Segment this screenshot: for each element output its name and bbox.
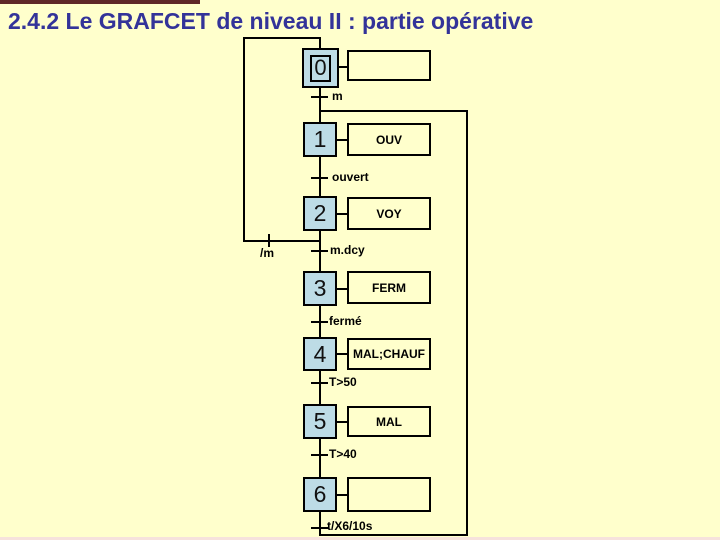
action-box-3: FERM [347,271,431,304]
transition-bar-tx6 [311,527,328,529]
step-number-4: 4 [313,340,327,367]
branch-line-after-step2 [243,240,321,242]
transition-label-t50: T>50 [329,375,357,389]
stub-step5-action [337,421,347,423]
step-box-4: 4 [303,337,337,371]
transition-label-mdcy: m.dcy [330,243,365,257]
action-box-4: MAL;CHAUF [347,338,431,370]
transition-bar-ouvert [311,177,328,179]
action-label-4: MAL;CHAUF [353,347,425,361]
step-box-1: 1 [303,122,337,157]
step-number-0: 0 [310,54,331,82]
return-top-line [243,37,321,39]
step-box-6: 6 [303,477,337,512]
transition-label-ferme: fermé [329,314,362,328]
step-number-5: 5 [313,408,327,434]
stub-step6-action [337,494,347,496]
transition-label-not-m: /m [260,246,275,260]
transition-label-ouvert: ouvert [332,170,369,184]
action-box-0 [347,50,431,81]
right-feedback-line [466,110,468,536]
step-box-3: 3 [303,271,337,306]
transition-label-m: m [332,89,343,103]
transition-label-t40: T>40 [329,447,357,461]
step-number-3: 3 [313,275,327,301]
stub-step1-action [337,139,347,141]
action-label-3: FERM [372,280,406,295]
transition-bar-t40 [311,454,328,456]
transition-bar-ferme [311,321,328,323]
action-box-2: VOY [347,197,431,230]
action-box-1: OUV [347,123,431,156]
action-box-6 [347,477,431,512]
step-number-6: 6 [313,481,327,507]
step-box-5: 5 [303,404,337,439]
feedback-bottom-line [319,534,468,536]
transition-bar-t50 [311,382,328,384]
action-label-2: VOY [376,206,402,221]
top-edge-remnant-strip [0,0,200,4]
left-return-line [243,37,245,242]
stub-step0-action [337,66,347,68]
transition-bar-mdcy [311,250,328,252]
feedback-top-line [320,110,468,112]
stub-step2-action [337,213,347,215]
transition-bar-not-m [268,234,270,247]
stub-step4-action [337,353,347,355]
stub-step3-action [337,288,347,290]
transition-bar-m [311,96,328,98]
step-number-2: 2 [313,200,327,226]
step-box-0-initial: 0 [302,48,339,88]
action-box-5: MAL [347,406,431,437]
action-label-1: OUV [375,132,402,147]
page-title: 2.4.2 Le GRAFCET de niveau II : partie o… [8,8,534,34]
action-label-5: MAL [376,414,402,429]
bottom-edge-remnant-strip [0,537,720,540]
step-number-1: 1 [313,126,327,152]
transition-label-tx6: t/X6/10s [327,519,373,533]
step-box-2: 2 [303,196,337,231]
